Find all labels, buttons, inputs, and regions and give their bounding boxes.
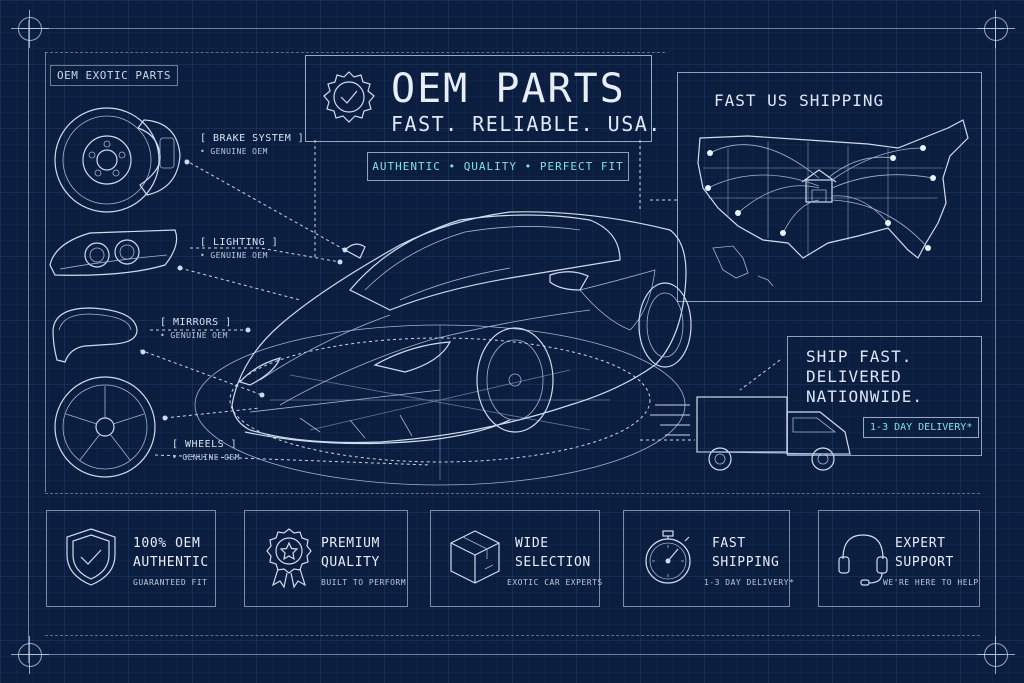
feature-title-line1: EXPERT: [895, 536, 946, 551]
part-sub: • GENUINE OEM: [160, 331, 228, 340]
delivery-badge: 1-3 DAY DELIVERY*: [863, 417, 980, 438]
stopwatch-icon: [645, 530, 691, 584]
feature-title-line2: QUALITY: [321, 555, 380, 570]
feature-title-line2: AUTHENTIC: [133, 555, 209, 570]
corner-mark-tl: [11, 10, 49, 48]
feature-title-line1: WIDE: [515, 536, 549, 551]
part-sub: • GENUINE OEM: [200, 147, 268, 156]
frame-left-line: [28, 20, 29, 663]
us-shipping-map-panel: FAST US SHIPPING: [677, 72, 982, 302]
tagline-box: AUTHENTIC • QUALITY • PERFECT FIT: [367, 152, 629, 181]
part-sub: • GENUINE OEM: [172, 453, 240, 462]
feature-title-line1: 100% OEM: [133, 536, 201, 551]
feature-subtitle: GUARANTEED FIT: [133, 578, 208, 587]
mirror-icon: [52, 307, 138, 363]
frame-inner-top: [45, 52, 665, 53]
corner-mark-br: [977, 636, 1015, 674]
part-sub: • GENUINE OEM: [200, 251, 268, 260]
box-icon: [450, 530, 500, 584]
headlight-icon: [49, 229, 178, 276]
feature-title-line2: SELECTION: [515, 555, 591, 570]
corner-mark-bl: [11, 636, 49, 674]
badge-check-icon: [323, 71, 375, 123]
tagline: AUTHENTIC • QUALITY • PERFECT FIT: [372, 160, 624, 173]
feature-card-selection: WIDE SELECTION EXOTIC CAR EXPERTS: [430, 510, 603, 607]
feature-card-shipping: FAST SHIPPING 1-3 DAY DELIVERY*: [623, 510, 794, 607]
title-box: OEM PARTS FAST. RELIABLE. USA.: [305, 55, 660, 142]
part-label-mirrors: [ MIRRORS ] • GENUINE OEM: [160, 316, 232, 342]
map-title: FAST US SHIPPING: [714, 91, 885, 110]
feature-subtitle: 1-3 DAY DELIVERY*: [704, 578, 795, 587]
part-name: [ WHEELS ]: [172, 439, 238, 450]
part-name: [ BRAKE SYSTEM ]: [200, 133, 305, 144]
wheel-icon: [54, 376, 156, 478]
part-label-brake: [ BRAKE SYSTEM ] • GENUINE OEM: [200, 132, 304, 158]
part-name: [ MIRRORS ]: [160, 317, 232, 328]
feature-title-line1: FAST: [712, 536, 746, 551]
headset-icon: [838, 534, 888, 586]
feature-card-authentic: 100% OEM AUTHENTIC GUARANTEED FIT: [46, 510, 216, 607]
feature-title-line2: SHIPPING: [712, 555, 780, 570]
feature-subtitle: WE'RE HERE TO HELP: [883, 578, 979, 587]
page-subtitle: FAST. RELIABLE. USA.: [391, 112, 662, 136]
part-label-wheels: [ WHEELS ] • GENUINE OEM: [172, 438, 240, 464]
frame-bottom-line: [20, 654, 1004, 655]
header-label: OEM EXOTIC PARTS: [57, 69, 171, 82]
us-map-icon: [697, 119, 969, 287]
award-ribbon-icon: [266, 528, 312, 589]
part-name: [ LIGHTING ]: [200, 237, 279, 248]
frame-right-line: [995, 20, 996, 663]
page-title: OEM PARTS: [391, 66, 626, 112]
header-label-box: OEM EXOTIC PARTS: [50, 65, 178, 86]
shipping-headline: SHIP FAST. DELIVERED NATIONWIDE.: [806, 347, 923, 407]
brake-disc-icon: [54, 107, 181, 213]
feature-card-support: EXPERT SUPPORT WE'RE HERE TO HELP: [818, 510, 980, 607]
shipping-line1: SHIP FAST.: [806, 347, 913, 366]
frame-mid-line: [45, 493, 980, 494]
part-label-lighting: [ LIGHTING ] • GENUINE OEM: [200, 236, 278, 262]
shield-check-icon: [66, 528, 116, 586]
shipping-line3: NATIONWIDE.: [806, 387, 923, 406]
shipping-line2: DELIVERED: [806, 367, 902, 386]
feature-title-line1: PREMIUM: [321, 536, 380, 551]
shipping-callout: SHIP FAST. DELIVERED NATIONWIDE. 1-3 DAY…: [787, 336, 982, 456]
corner-mark-tr: [977, 10, 1015, 48]
feature-title-line2: SUPPORT: [895, 555, 954, 570]
frame-inner-left: [45, 52, 46, 492]
feature-card-quality: PREMIUM QUALITY BUILT TO PERFORM: [244, 510, 408, 607]
frame-top-line: [20, 28, 1004, 29]
feature-subtitle: EXOTIC CAR EXPERTS: [507, 578, 603, 587]
feature-subtitle: BUILT TO PERFORM: [321, 578, 407, 587]
car-wireframe-illustration: [194, 211, 692, 486]
frame-inner-bottom: [45, 635, 980, 636]
